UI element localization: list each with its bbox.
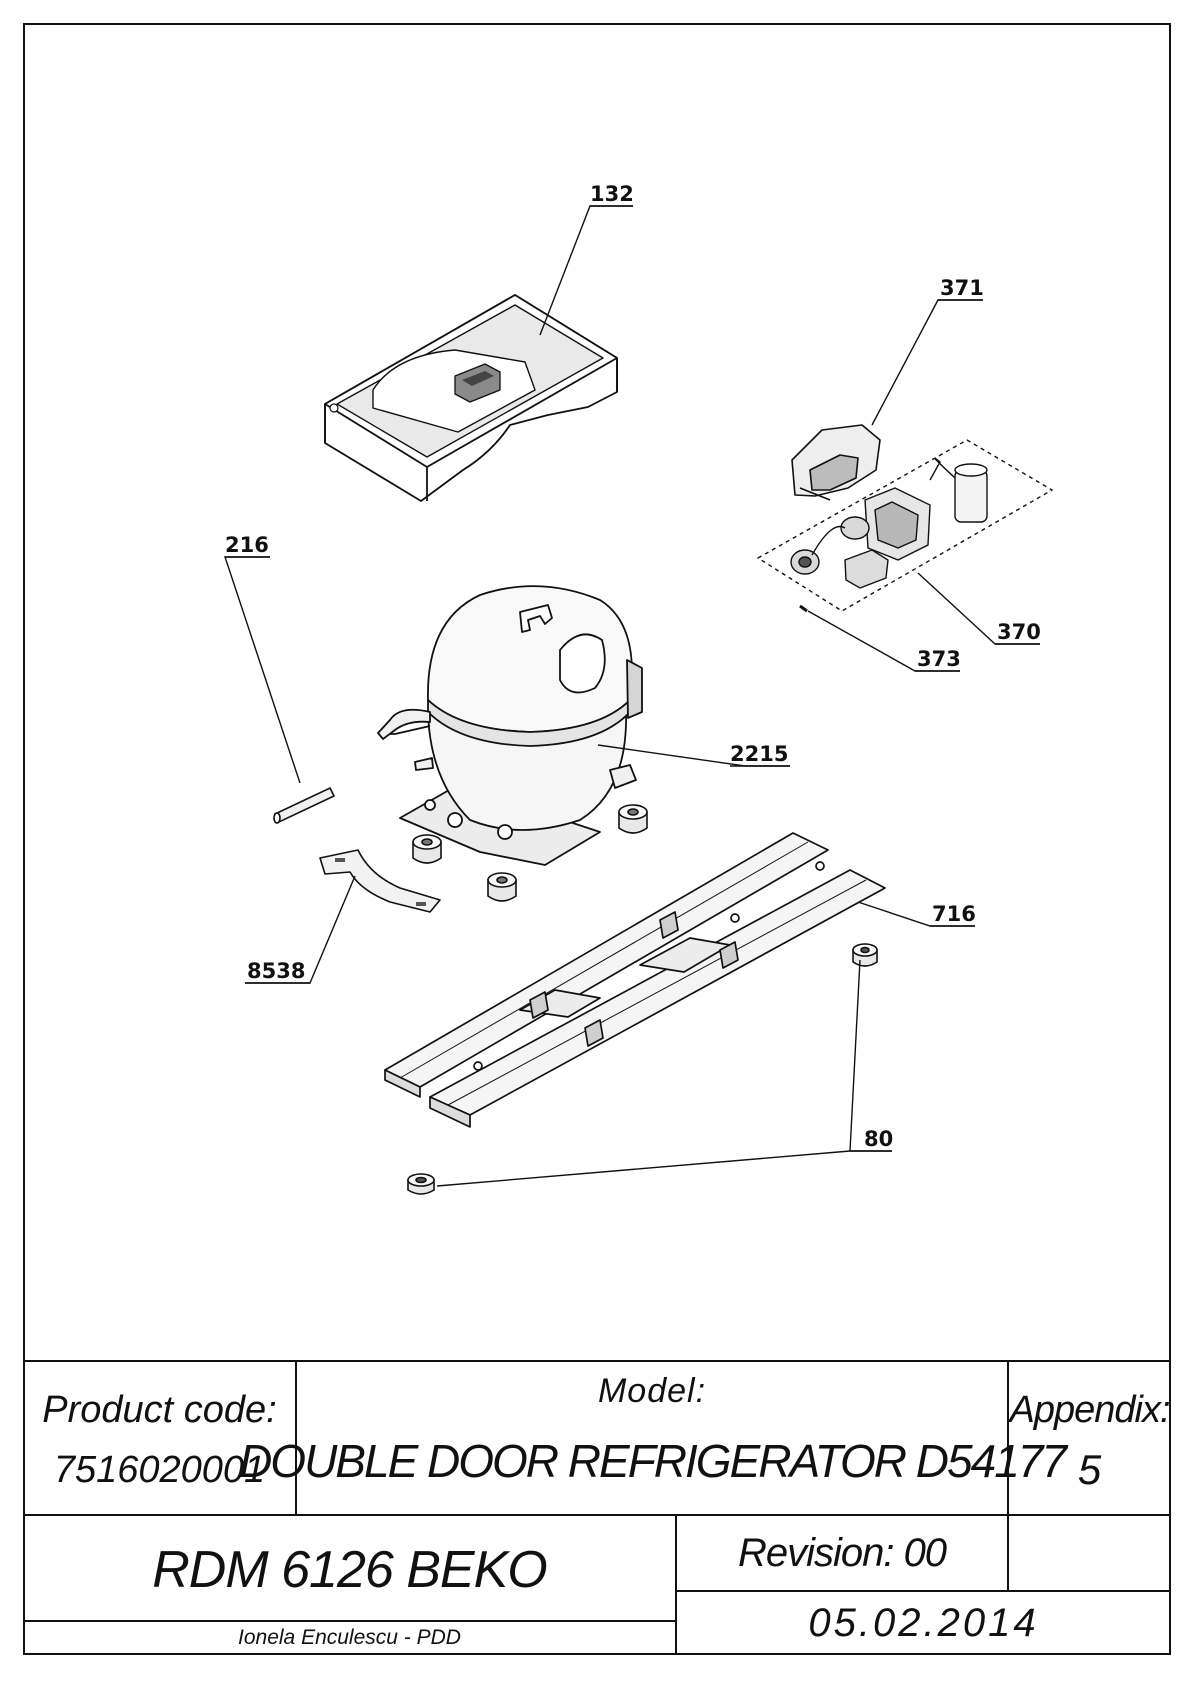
part-label-716: 716 [932,902,976,926]
compressor-drawing [377,585,643,866]
sheet-border [23,23,1171,1655]
product-code-value: 7516020001 [53,1448,266,1491]
part-label-80: 80 [864,1127,893,1151]
model-value: DOUBLE DOOR REFRIGERATOR D54177 [239,1435,1067,1487]
date: 05.02.2014 [808,1600,1039,1645]
base-rails-drawing [384,832,886,1128]
model-label: Model: [597,1371,707,1410]
part-label-216: 216 [225,533,269,557]
author: Ionela Enculescu - PDD [238,1626,461,1649]
part-label-373: 373 [917,647,961,671]
part-label-370: 370 [997,620,1041,644]
part-label-8538: 8538 [247,959,305,983]
appendix-label: Appendix: [1009,1388,1170,1431]
relay-cover-drawing [791,424,881,501]
appendix-value: 5 [1077,1446,1102,1493]
part-label-2215: 2215 [730,742,788,766]
nuts-drawing [407,943,878,1195]
product-code-label: Product code: [42,1388,277,1431]
label-underlines [225,205,1040,1152]
model-name: RDM 6126 BEKO [152,1541,548,1599]
tray-drawing [324,294,618,502]
tube-drawing [273,786,336,824]
grommets-drawing [412,804,648,902]
electrical-kit-drawing [756,439,1054,613]
part-label-371: 371 [940,276,984,300]
revision: Revision: 00 [737,1530,947,1575]
part-label-132: 132 [590,182,634,206]
